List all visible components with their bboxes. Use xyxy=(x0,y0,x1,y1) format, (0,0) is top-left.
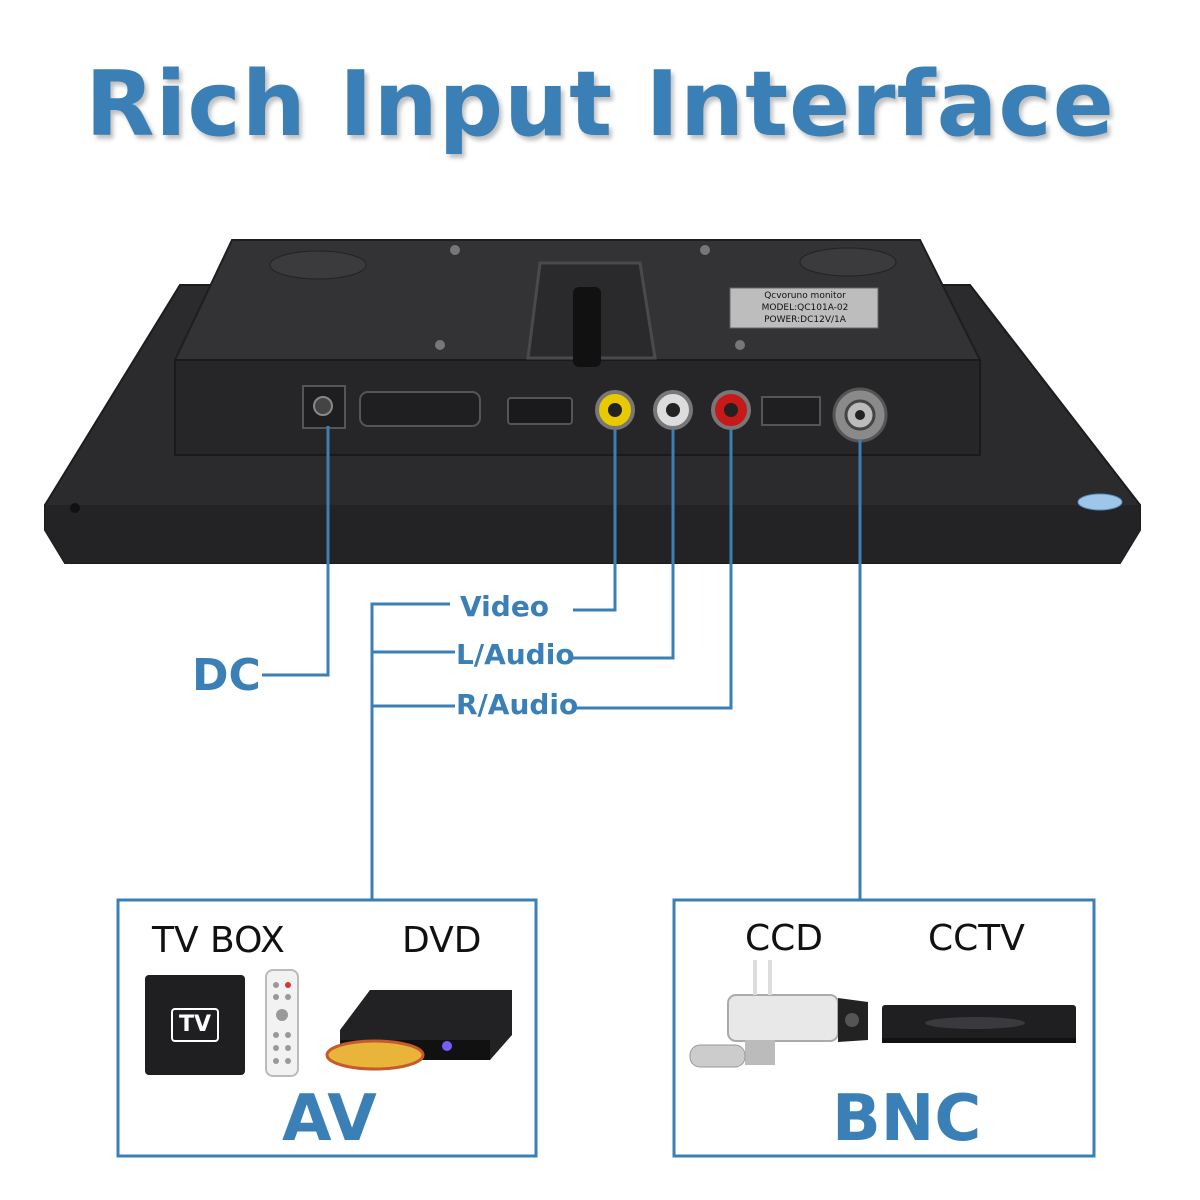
screw xyxy=(435,340,445,350)
bezel-edge xyxy=(45,505,1140,563)
screw xyxy=(450,245,460,255)
video-label: Video xyxy=(460,590,550,623)
label-model: MODEL:QC101A-02 xyxy=(761,303,849,313)
label-power: POWER:DC12V/1A xyxy=(764,315,846,325)
screw xyxy=(700,245,710,255)
tv-box-device xyxy=(145,975,245,1075)
usb-port xyxy=(761,396,821,426)
cctv-label: CCTV xyxy=(928,918,1025,959)
speaker-grill-left xyxy=(269,250,367,280)
label-brand: Qcvoruno monitor xyxy=(764,291,846,301)
ccd-label: CCD xyxy=(745,918,823,959)
tv-box-label: TV BOX xyxy=(152,920,285,961)
sticker xyxy=(1077,493,1123,511)
bnc-footer-label: BNC xyxy=(832,1082,982,1156)
mount-slot xyxy=(573,287,601,367)
page-title: Rich Input Interface xyxy=(85,52,1115,157)
remote-icon xyxy=(265,969,299,1077)
hdmi-port xyxy=(507,397,573,425)
dvd-label: DVD xyxy=(402,920,482,961)
right-audio-label: R/Audio xyxy=(456,688,579,721)
screw xyxy=(70,503,80,513)
model-label-text: Qcvoruno monitor MODEL:QC101A-02 POWER:D… xyxy=(734,290,876,326)
ccd-camera-icon xyxy=(727,994,839,1042)
av-footer-label: AV xyxy=(282,1082,377,1156)
tv-icon: TV xyxy=(171,1008,219,1042)
dvd-disc xyxy=(325,1039,425,1071)
model-label-plate xyxy=(729,287,879,329)
left-audio-label: L/Audio xyxy=(456,638,575,671)
dc-label: DC xyxy=(192,650,261,701)
screw xyxy=(735,340,745,350)
vga-port xyxy=(359,391,481,427)
connector-lines xyxy=(262,426,862,900)
speaker-grill-right xyxy=(799,247,897,277)
